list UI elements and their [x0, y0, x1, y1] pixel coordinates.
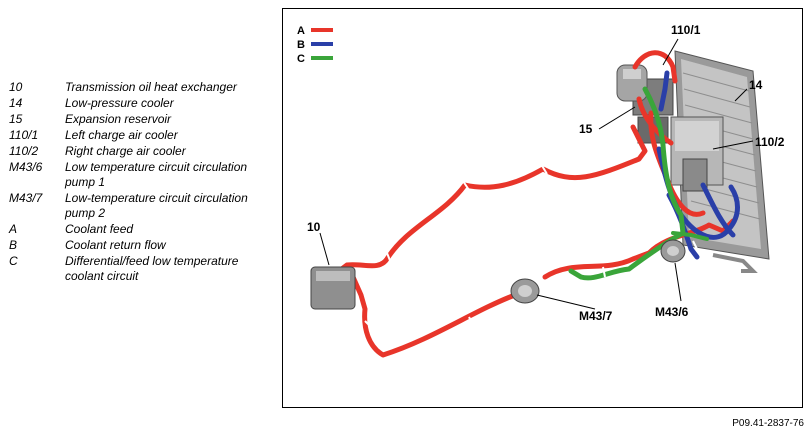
hose-red — [350, 274, 526, 358]
legend-row: M43/7 Low-temperature circuit circulation… — [9, 191, 271, 221]
legend-code: B — [9, 238, 18, 252]
hose-green — [671, 231, 709, 241]
legend-desc: Coolant feed — [65, 222, 134, 236]
legend-row: 15 Expansion reservoir — [9, 112, 271, 127]
legend-row: 110/2 Right charge air cooler — [9, 144, 271, 159]
callout-m43-7: M43/7 — [579, 309, 613, 323]
legend-desc: Coolant return flow — [65, 238, 166, 252]
coolant-circuit-diagram: A B C — [297, 23, 785, 358]
legend-row: C Differential/feed low temperature coola… — [9, 254, 271, 284]
legend-desc: Low-temperature circuit circulation pump… — [65, 191, 248, 220]
legend-desc: Left charge air cooler — [65, 128, 178, 142]
legend-desc: Low-pressure cooler — [65, 96, 174, 110]
hose-blue — [658, 70, 670, 112]
figure-reference: P09.41-2837-76 — [732, 418, 804, 429]
legend-row: B Coolant return flow — [9, 238, 271, 253]
leader-lines — [319, 38, 754, 310]
hose-joints — [364, 163, 698, 328]
circulation-pump-1-shape — [660, 239, 686, 263]
color-key: A B C — [297, 25, 333, 65]
key-letter-b: B — [297, 39, 305, 51]
expansion-reservoir-shape — [616, 64, 648, 102]
callout-15: 15 — [579, 122, 593, 136]
legend-desc: Expansion reservoir — [65, 112, 172, 126]
legend-row: M43/6 Low temperature circuit circulation… — [9, 160, 271, 190]
hose-red — [336, 124, 648, 274]
key-letter-a: A — [297, 25, 305, 37]
circulation-pump-2-shape — [510, 278, 540, 304]
legend-code: M43/6 — [9, 160, 43, 174]
legend-row: 14 Low-pressure cooler — [9, 96, 271, 111]
callout-10: 10 — [307, 220, 321, 234]
transmission-oil-heat-exchanger-shape — [310, 266, 356, 310]
legend-row: 10 Transmission oil heat exchanger — [9, 80, 271, 95]
legend-desc: Low temperature circuit circulation pump… — [65, 160, 248, 189]
legend-row: A Coolant feed — [9, 222, 271, 237]
legend-code: M43/7 — [9, 191, 43, 205]
callout-110-2: 110/2 — [755, 135, 785, 149]
legend-desc: Transmission oil heat exchanger — [65, 80, 237, 94]
legend-code: 15 — [9, 112, 23, 126]
key-letter-c: C — [297, 53, 305, 65]
legend-desc: Differential/feed low temperature coolan… — [65, 254, 239, 283]
legend-row: 110/1 Left charge air cooler — [9, 128, 271, 143]
callout-m43-6: M43/6 — [655, 305, 689, 319]
legend-code: 14 — [9, 96, 23, 110]
legend-code: C — [9, 254, 18, 268]
legend-desc: Right charge air cooler — [65, 144, 186, 158]
callout-14: 14 — [749, 78, 763, 92]
legend-code: A — [9, 222, 18, 236]
legend-code: 10 — [9, 80, 23, 94]
hose-red — [632, 50, 678, 84]
diagram-frame: A B C — [282, 8, 803, 408]
legend-code: 110/1 — [9, 128, 39, 142]
legend-code: 110/2 — [9, 144, 39, 158]
hose-blue — [700, 182, 736, 238]
callout-110-1: 110/1 — [671, 23, 701, 37]
